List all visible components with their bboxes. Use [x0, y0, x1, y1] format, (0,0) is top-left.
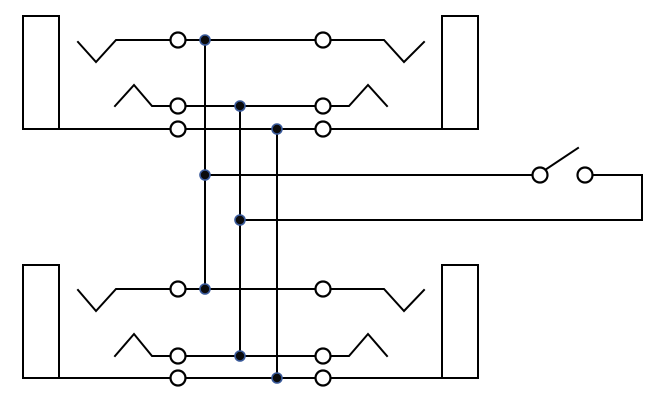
switch-circuit — [204, 146, 643, 221]
switch-lever — [543, 146, 580, 172]
bus-wires — [204, 39, 278, 379]
junction-dot — [234, 100, 246, 112]
junction-dot — [271, 123, 283, 135]
bottom-right-terminal-1 — [314, 280, 332, 298]
bottom-left-contact-1-lead — [76, 288, 171, 313]
bottom-left-block — [22, 264, 60, 379]
bottom-module — [22, 264, 479, 387]
top-right-block — [441, 15, 479, 130]
top-left-contact-1-lead — [76, 39, 171, 64]
top-left-contact-2-lead — [113, 83, 171, 108]
bottom-left-terminal-3 — [169, 369, 187, 387]
bottom-right-contact-1-lead — [330, 288, 426, 313]
bottom-right-terminal-3 — [314, 369, 332, 387]
top-left-terminal-1 — [169, 31, 187, 49]
top-right-contact-1-lead — [330, 39, 426, 64]
junction-dot — [234, 214, 246, 226]
junction-dot — [199, 34, 211, 46]
junction-dot — [199, 169, 211, 181]
top-right-contact-2-lead — [330, 83, 389, 108]
bottom-left-terminal-2 — [169, 347, 187, 365]
junction-dot — [234, 350, 246, 362]
bottom-right-block — [441, 264, 479, 379]
switch-loop-wire — [592, 174, 643, 221]
switch-terminal-right — [576, 166, 594, 184]
junction-dot — [199, 283, 211, 295]
top-right-terminal-3 — [314, 120, 332, 138]
bottom-left-contact-2-lead — [113, 332, 171, 358]
switch-terminal-left — [531, 166, 549, 184]
bottom-right-terminal-2 — [314, 347, 332, 365]
top-right-terminal-2 — [314, 97, 332, 115]
bottom-left-terminal-1 — [169, 280, 187, 298]
junctions — [199, 34, 283, 384]
top-left-terminal-2 — [169, 97, 187, 115]
top-module — [22, 15, 479, 138]
junction-dot — [271, 372, 283, 384]
top-right-terminal-1 — [314, 31, 332, 49]
top-left-block — [22, 15, 60, 130]
bottom-right-contact-2-lead — [330, 332, 389, 358]
top-left-terminal-3 — [169, 120, 187, 138]
